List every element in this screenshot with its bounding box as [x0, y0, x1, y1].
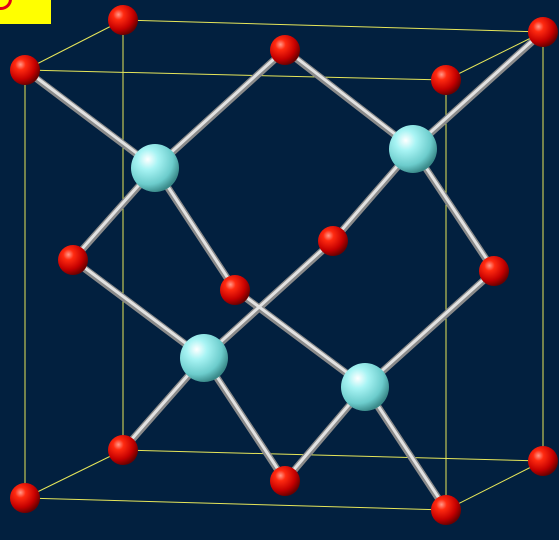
frame-edge	[445, 31, 544, 81]
cation-atom	[389, 125, 437, 173]
large-atoms	[131, 125, 437, 411]
oxygen-atom	[431, 65, 461, 95]
small-atoms	[10, 5, 558, 525]
bond-highlight	[71, 257, 206, 359]
bond-highlight	[23, 67, 157, 169]
cation-atom	[131, 144, 179, 192]
bond-highlight	[202, 238, 335, 359]
frame-edge	[24, 19, 124, 71]
oxygen-atom	[479, 256, 509, 286]
oxygen-atom	[318, 226, 348, 256]
bond-highlight	[233, 287, 367, 388]
cell-frame	[24, 19, 544, 511]
bond-highlight	[283, 47, 415, 150]
oxygen-atom	[270, 466, 300, 496]
oxygen-atom	[528, 446, 558, 476]
cation-atom	[341, 363, 389, 411]
oxygen-atom	[528, 17, 558, 47]
bonds	[21, 28, 547, 514]
bond-highlight	[153, 47, 287, 169]
oxygen-atom	[10, 483, 40, 513]
frame-edge	[122, 19, 544, 33]
frame-edge	[24, 497, 447, 511]
cation-atom	[180, 334, 228, 382]
frame-edge	[24, 449, 124, 499]
oxygen-atom	[108, 435, 138, 465]
oxygen-atom	[431, 495, 461, 525]
oxygen-atom	[10, 55, 40, 85]
red-ring-icon	[0, 0, 12, 10]
oxygen-atom	[220, 275, 250, 305]
oxygen-atom	[58, 245, 88, 275]
corner-badge	[0, 0, 51, 24]
frame-edge	[122, 449, 544, 462]
frame-edge	[445, 460, 544, 511]
bond-highlight	[411, 29, 545, 150]
oxygen-atom	[270, 35, 300, 65]
oxygen-atom	[108, 5, 138, 35]
frame-edge	[24, 69, 447, 81]
bond-highlight	[363, 268, 496, 388]
